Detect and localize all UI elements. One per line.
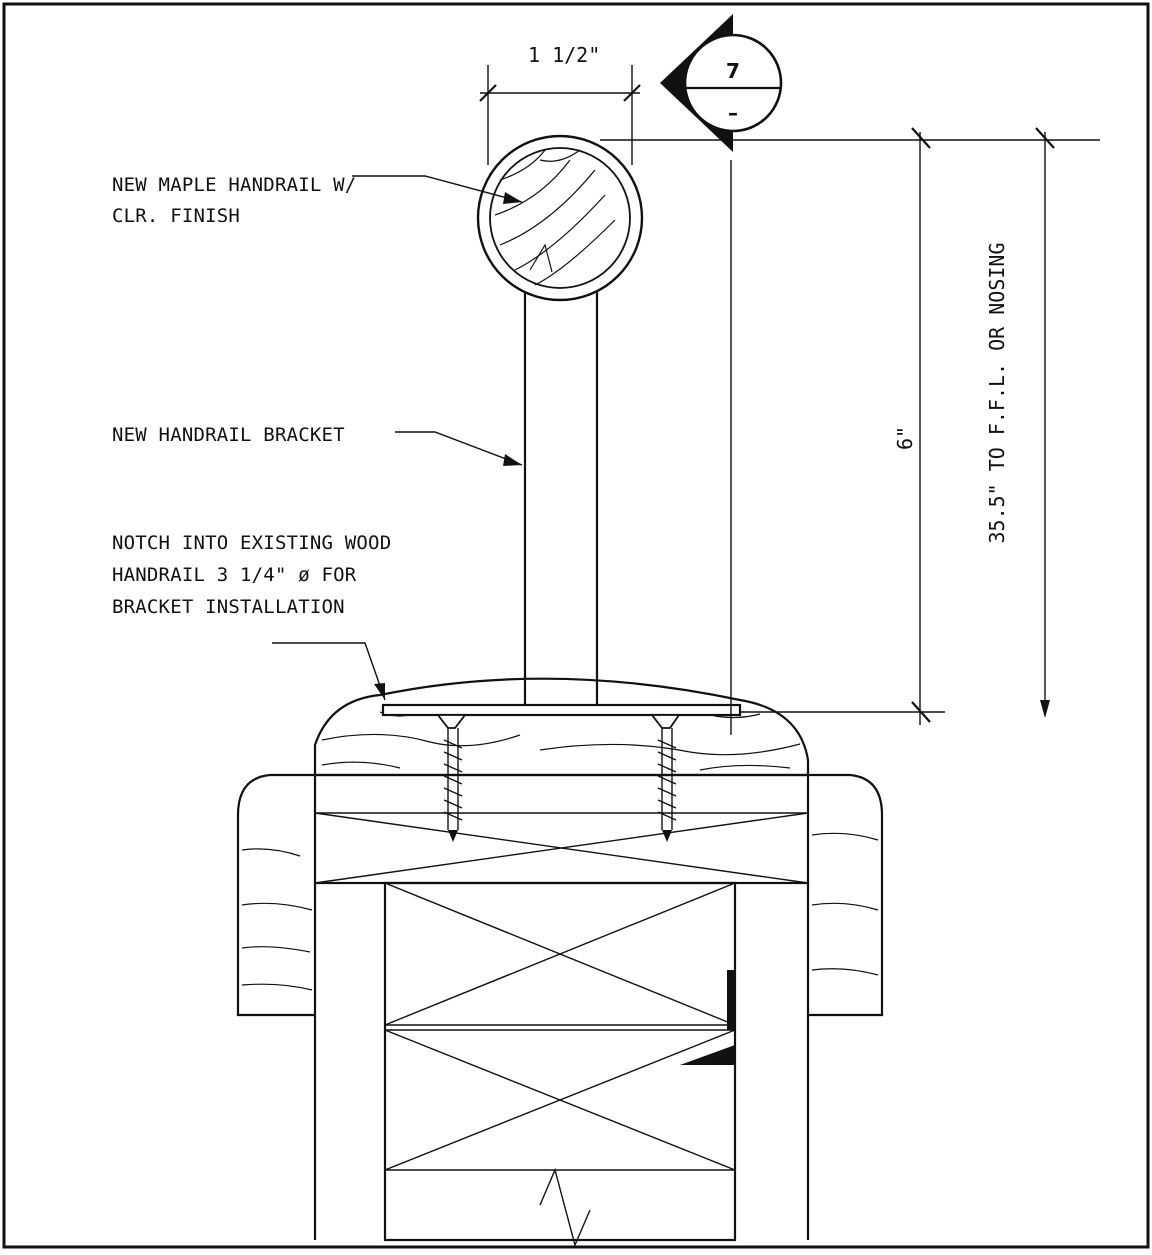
handrail-bracket-stem (523, 290, 599, 705)
screw-right (650, 714, 681, 842)
width-dimension-label: 1 1/2" (528, 43, 600, 67)
floor-dimension (1035, 127, 1055, 718)
bracket-base-plate (381, 703, 742, 717)
section-tag-number: 7 (726, 59, 740, 83)
framing-studs (313, 881, 810, 1242)
right-trim-board (808, 773, 884, 1017)
handrail-label-line2: CLR. FINISH (112, 205, 240, 227)
handrail-label-line1: NEW MAPLE HANDRAIL W/ (112, 174, 356, 196)
break-line (539, 1167, 591, 1248)
bracket-label: NEW HANDRAIL BRACKET (112, 424, 345, 446)
height-dimension (600, 127, 1100, 725)
angle-clip (680, 970, 735, 1065)
width-dimension (479, 65, 641, 165)
notch-label-line2: HANDRAIL 3 1/4" ø FOR (112, 564, 357, 586)
notch-leader (272, 642, 386, 701)
height-dimension-label: 6" (893, 426, 917, 450)
wood-blocking (313, 773, 810, 885)
notch-label-line1: NOTCH INTO EXISTING WOOD (112, 532, 391, 554)
section-tag-sheet: – (728, 101, 738, 125)
section-tag (660, 14, 783, 735)
floor-dimension-label: 35.5" TO F.F.L. OR NOSING (985, 242, 1009, 543)
handrail-leader (352, 175, 523, 204)
bracket-leader (395, 431, 523, 466)
notch-label-line3: BRACKET INSTALLATION (112, 596, 345, 618)
left-trim-board (236, 773, 315, 1017)
screw-left (436, 714, 467, 842)
existing-wood-cap (313, 677, 810, 777)
maple-handrail (476, 134, 644, 302)
